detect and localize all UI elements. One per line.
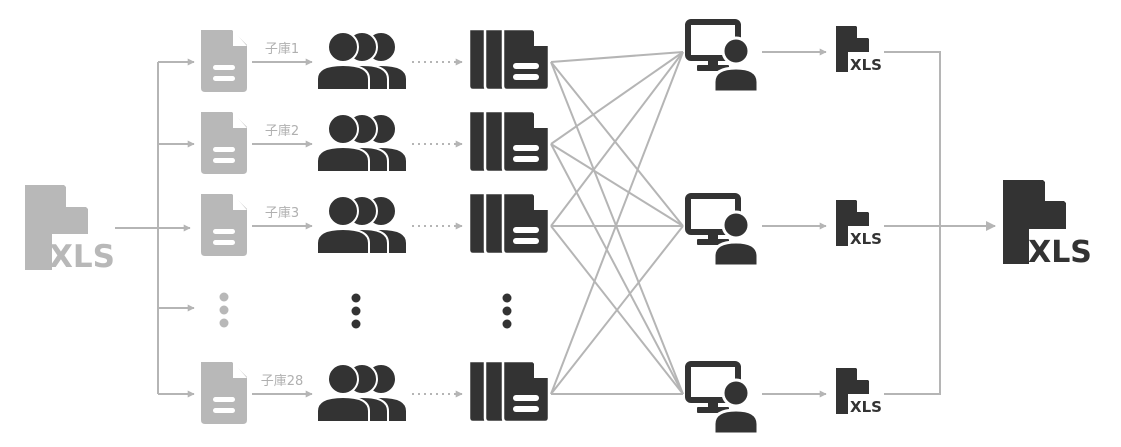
document-stack-icon <box>467 27 551 92</box>
user-group-icon <box>316 363 408 423</box>
cross-connections <box>550 51 684 395</box>
workstation-1: XLS <box>685 19 882 94</box>
final-xls-file: XLS <box>1003 180 1092 270</box>
cross-connection-line <box>550 51 684 145</box>
row-2: 子庫2 <box>201 109 551 174</box>
ellipsis-documents <box>502 293 512 329</box>
workstation-output-label: XLS <box>850 230 882 248</box>
workstation-output-xls: XLS <box>836 26 882 74</box>
cross-connection-line <box>550 143 684 227</box>
row-3: 子庫3 <box>201 191 551 256</box>
computer-user-icon <box>685 361 760 436</box>
cross-connection-line <box>550 61 684 227</box>
ellipsis-team <box>351 293 361 329</box>
document-stack-icon <box>467 109 551 174</box>
cross-connection-line <box>550 51 684 227</box>
sub-library-document-icon <box>201 112 247 174</box>
row-4: 子庫28 <box>201 359 551 424</box>
workstations-layer: XLS XLS XLS <box>685 19 882 436</box>
sub-library-document-icon <box>201 30 247 92</box>
document-stack-icon <box>467 191 551 256</box>
sub-library-label: 子庫2 <box>265 124 299 139</box>
computer-user-icon <box>685 19 760 94</box>
row-1: 子庫1 <box>201 27 551 92</box>
cross-connection-line <box>550 61 684 395</box>
workstation-output-label: XLS <box>850 398 882 416</box>
rows-layer: 子庫1 子庫2 子庫3 子庫28 <box>201 27 551 424</box>
source-xls-file: XLS <box>25 185 115 275</box>
ellipsis-row <box>219 292 512 329</box>
source-branch-lines <box>115 58 195 398</box>
cross-connection-line <box>550 51 684 63</box>
workstation-output-label: XLS <box>850 56 882 74</box>
ellipsis-sub-library <box>219 292 229 328</box>
source-xls-label: XLS <box>49 239 115 275</box>
computer-user-icon <box>685 193 760 268</box>
workstation-3: XLS <box>685 361 882 436</box>
workstation-2: XLS <box>685 193 882 268</box>
workstation-output-xls: XLS <box>836 368 882 416</box>
workstation-output-xls: XLS <box>836 200 882 248</box>
final-xls-label: XLS <box>1028 235 1092 270</box>
sub-library-document-icon <box>201 362 247 424</box>
cross-connection-line <box>550 51 684 395</box>
sub-library-label: 子庫3 <box>265 206 299 221</box>
user-group-icon <box>316 195 408 255</box>
document-stack-icon <box>467 359 551 424</box>
cross-connection-line <box>550 143 684 395</box>
user-group-icon <box>316 113 408 173</box>
user-group-icon <box>316 31 408 91</box>
sub-library-label: 子庫1 <box>265 42 299 57</box>
sub-library-label: 子庫28 <box>261 374 304 389</box>
cross-connection-line <box>550 225 684 395</box>
sub-library-document-icon <box>201 194 247 256</box>
merge-lines <box>884 51 996 395</box>
